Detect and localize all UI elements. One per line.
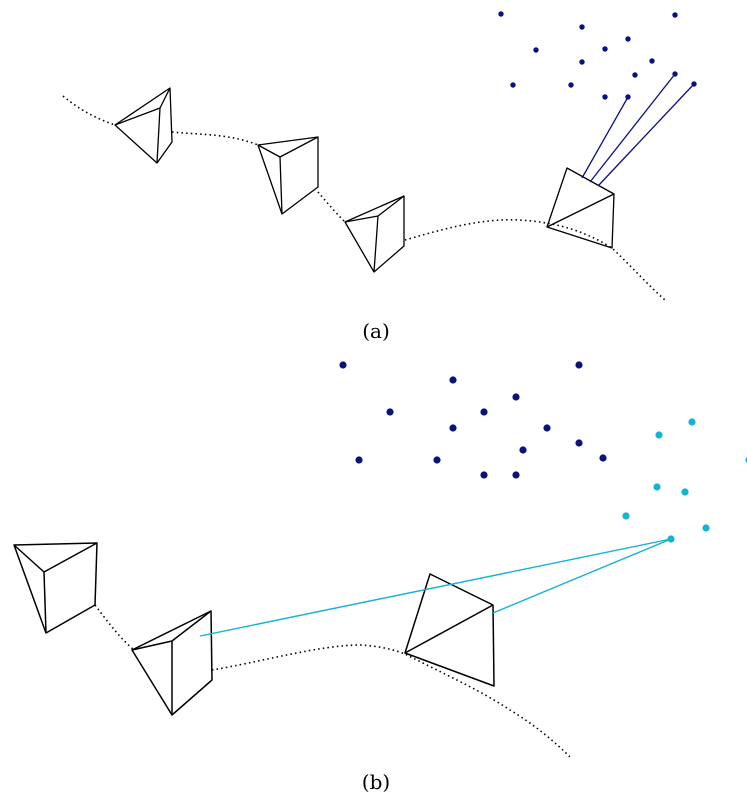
landmark-point <box>655 431 663 439</box>
panel-b: (b) <box>13 361 747 794</box>
landmark-point <box>625 36 631 42</box>
landmark-point <box>480 408 488 416</box>
caption-b: (b) <box>362 770 390 794</box>
camera-b1 <box>13 542 98 634</box>
landmark-point <box>602 94 608 100</box>
landmark-point <box>622 512 630 520</box>
landmark-point <box>433 456 441 464</box>
landmark-point <box>579 59 585 65</box>
landmark-point <box>355 456 363 464</box>
landmark-point <box>480 471 488 479</box>
landmark-point <box>599 454 607 462</box>
camera-b2 <box>131 610 213 716</box>
landmark-point <box>653 483 661 491</box>
landmark-point <box>672 12 678 18</box>
landmark-point <box>579 24 585 30</box>
trajectory-b <box>94 604 571 758</box>
panel-a: (a) <box>62 11 697 343</box>
landmark-point <box>339 361 347 369</box>
rays-a <box>581 73 695 187</box>
landmark-point <box>512 471 520 479</box>
landmark-point <box>667 535 675 543</box>
trajectory-a <box>62 95 666 301</box>
landmark-point <box>575 361 583 369</box>
landmark-point <box>632 72 638 78</box>
rays-b <box>199 538 672 637</box>
caption-a: (a) <box>362 319 390 343</box>
camera-a3 <box>344 195 405 273</box>
camera-a2 <box>257 136 319 215</box>
landmark-point <box>702 524 710 532</box>
landmark-point <box>688 418 696 426</box>
landmark-point <box>681 488 689 496</box>
landmarks-a <box>498 11 697 100</box>
landmark-point <box>386 408 394 416</box>
landmark-point <box>543 424 551 432</box>
landmark-point <box>568 82 574 88</box>
landmarks-b-dark <box>339 361 607 479</box>
landmark-point <box>649 58 655 64</box>
camera-b3 <box>404 573 495 687</box>
landmark-point <box>533 47 539 53</box>
landmark-point <box>449 424 457 432</box>
camera-a1 <box>114 87 173 164</box>
landmark-point <box>602 46 608 52</box>
landmark-point <box>512 393 520 401</box>
landmark-point <box>519 446 527 454</box>
landmark-point <box>510 82 516 88</box>
landmark-point <box>449 376 457 384</box>
landmarks-b-light <box>622 418 747 543</box>
landmark-point <box>691 81 697 87</box>
camera-a4 <box>546 167 615 249</box>
landmark-point <box>575 439 583 447</box>
landmark-point <box>672 71 678 77</box>
landmark-point <box>498 11 504 17</box>
landmark-point <box>625 94 631 100</box>
